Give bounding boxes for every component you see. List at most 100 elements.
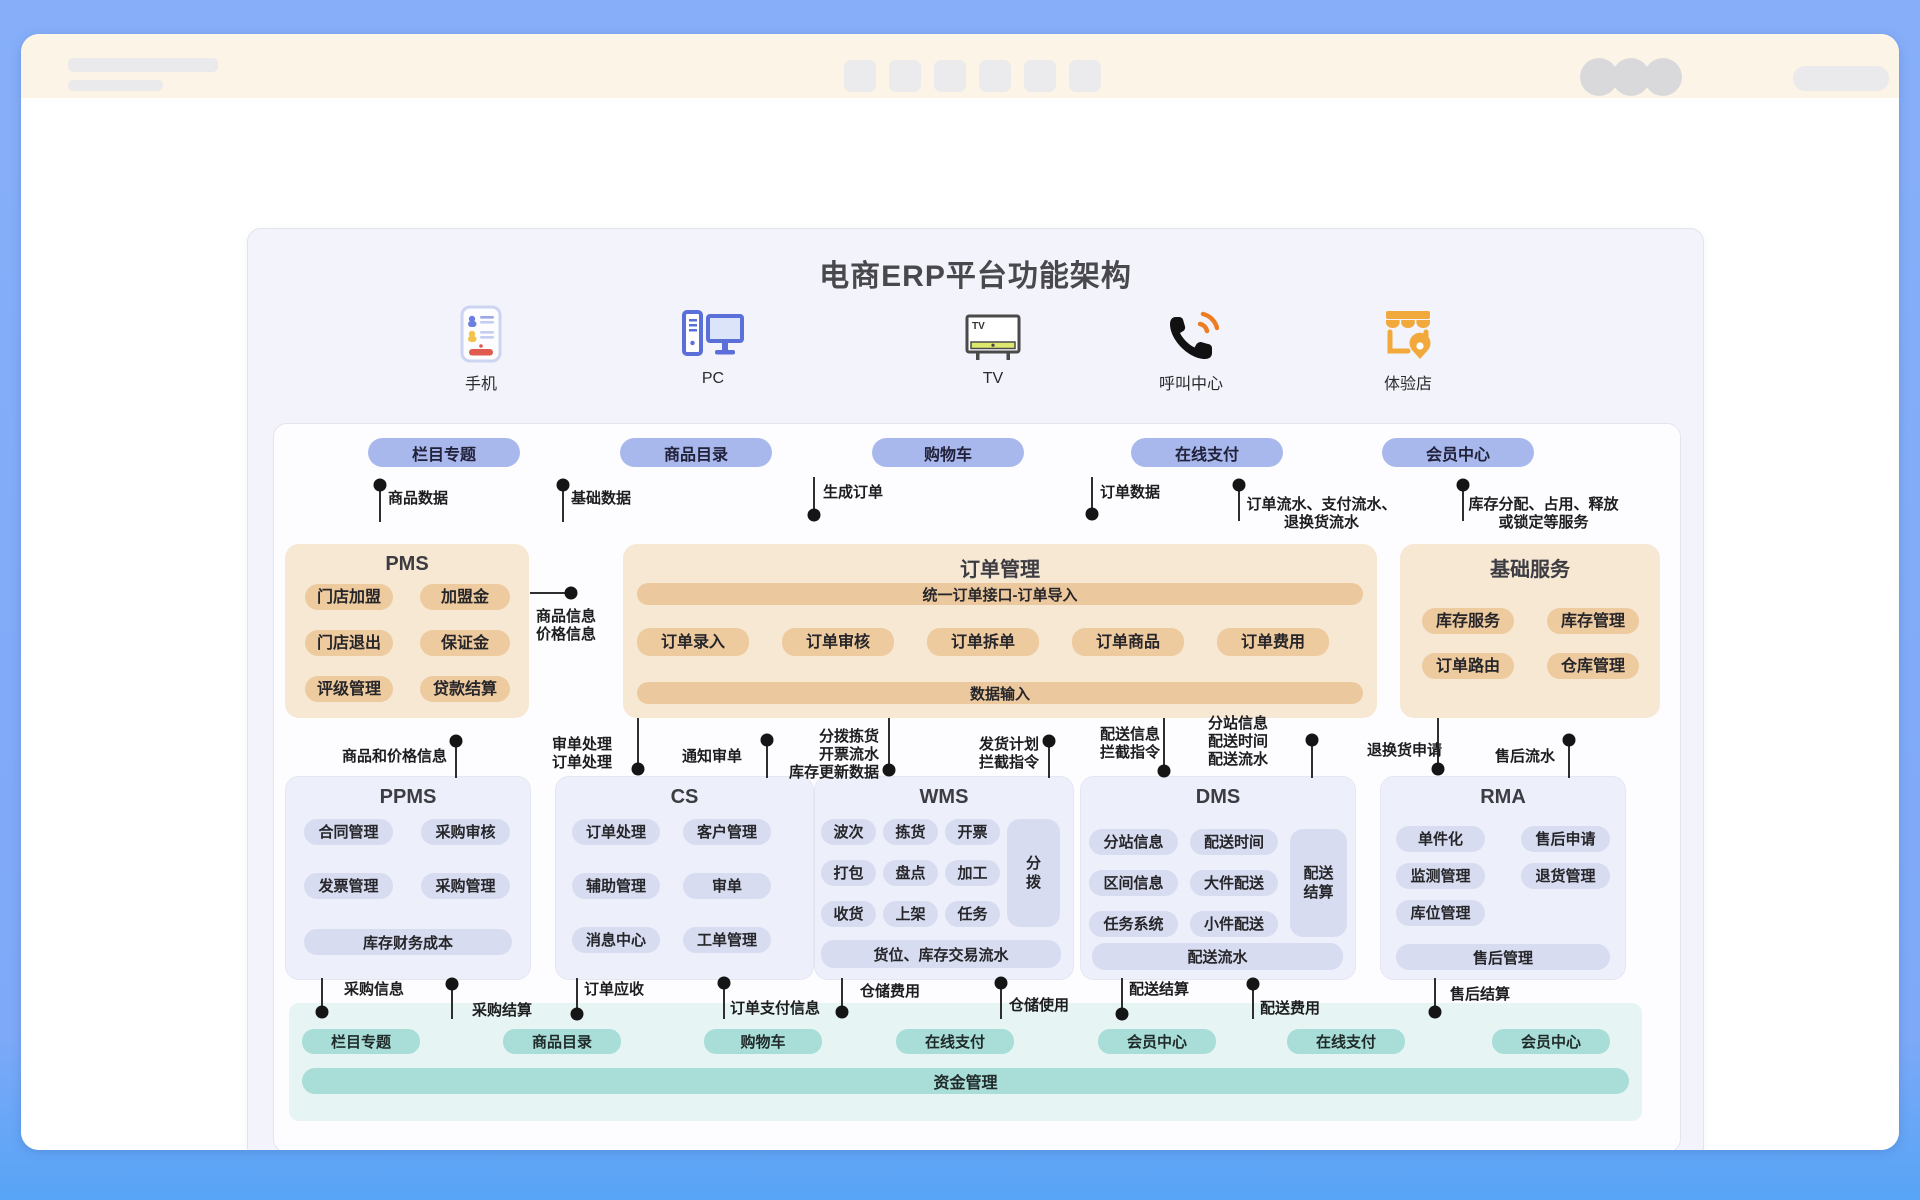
wms-wide-pill[interactable]: 货位、库存交易流水 [821, 940, 1061, 968]
base-pill[interactable]: 仓库管理 [1547, 653, 1639, 679]
wms-pill[interactable]: 拣货 [883, 819, 938, 845]
connector-label: 售后流水 [1495, 748, 1556, 765]
footer-pill-shopping-cart[interactable]: 购物车 [704, 1029, 822, 1054]
window-control-button[interactable] [1580, 58, 1618, 96]
toolbar-button-placeholder[interactable] [1024, 60, 1056, 92]
dms-pill[interactable]: 小件配送 [1190, 911, 1278, 937]
window-control-button[interactable] [1612, 58, 1650, 96]
pms-pill[interactable]: 评级管理 [305, 676, 393, 702]
base-pill[interactable]: 库存服务 [1422, 608, 1514, 634]
front-pill-online-payment[interactable]: 在线支付 [1131, 438, 1283, 467]
cs-pill[interactable]: 工单管理 [683, 927, 771, 953]
cs-items: 订单处理 客户管理 辅助管理 审单 消息中心 工单管理 [556, 819, 813, 953]
pms-pill[interactable]: 门店加盟 [305, 584, 393, 610]
toolbar-button-placeholder[interactable] [979, 60, 1011, 92]
dms-tall-pill[interactable]: 配送 结算 [1290, 829, 1347, 937]
front-pill-shopping-cart[interactable]: 购物车 [872, 438, 1024, 467]
cs-pill[interactable]: 辅助管理 [572, 873, 660, 899]
rma-box[interactable]: RMA 单件化 售后申请 监测管理 退货管理 库位管理 售后管理 [1380, 776, 1626, 980]
toolbar-button-placeholder[interactable] [844, 60, 876, 92]
wms-pill[interactable]: 开票 [945, 819, 1000, 845]
order-pill[interactable]: 订单录入 [637, 628, 749, 656]
toolbar-button-placeholder[interactable] [934, 60, 966, 92]
ppms-box[interactable]: PPMS 合同管理 采购审核 发票管理 采购管理 库存财务成本 [285, 776, 531, 980]
cs-pill[interactable]: 审单 [683, 873, 771, 899]
channel-tv: TV TV [928, 301, 1058, 388]
order-pill[interactable]: 订单费用 [1217, 628, 1329, 656]
base-pill[interactable]: 库存管理 [1547, 608, 1639, 634]
cs-pill[interactable]: 消息中心 [572, 927, 660, 953]
pms-pill[interactable]: 贷款结算 [420, 676, 510, 702]
footer-pill-column-topics[interactable]: 栏目专题 [302, 1029, 420, 1054]
order-management-box[interactable]: 订单管理 统一订单接口-订单导入 订单录入 订单审核 订单拆单 订单商品 订单费… [623, 544, 1377, 718]
rma-pill[interactable]: 退货管理 [1521, 863, 1610, 889]
footer-pill-product-catalog[interactable]: 商品目录 [503, 1029, 621, 1054]
channel-label: TV [982, 370, 1004, 387]
connector-label: 分拨拣货 开票流水 库存更新数据 [788, 728, 879, 781]
ppms-pill[interactable]: 采购审核 [421, 819, 510, 845]
front-pill-member-center[interactable]: 会员中心 [1382, 438, 1534, 467]
connector-line [1121, 978, 1123, 1014]
dms-pill[interactable]: 区间信息 [1089, 870, 1178, 896]
pms-pill[interactable]: 门店退出 [305, 630, 393, 656]
cs-pill[interactable]: 客户管理 [683, 819, 771, 845]
rma-wide-pill[interactable]: 售后管理 [1396, 944, 1610, 970]
base-pill[interactable]: 订单路由 [1422, 653, 1514, 679]
order-pill[interactable]: 订单审核 [782, 628, 894, 656]
connector-label: 配送结算 [1129, 981, 1190, 998]
dms-pill[interactable]: 任务系统 [1089, 911, 1178, 937]
dms-wide-pill[interactable]: 配送流水 [1092, 943, 1343, 970]
dms-pill[interactable]: 配送时间 [1190, 829, 1278, 855]
ppms-wide-pill[interactable]: 库存财务成本 [304, 929, 512, 955]
wms-pill[interactable]: 盘点 [883, 860, 938, 886]
wms-pill[interactable]: 上架 [883, 901, 938, 927]
rma-pill[interactable]: 单件化 [1396, 826, 1485, 852]
ppms-pill[interactable]: 合同管理 [304, 819, 393, 845]
front-pill-product-catalog[interactable]: 商品目录 [620, 438, 772, 467]
ppms-title: PPMS [379, 786, 437, 808]
cs-box[interactable]: CS 订单处理 客户管理 辅助管理 审单 消息中心 工单管理 [555, 776, 814, 980]
front-pill-column-topics[interactable]: 栏目专题 [368, 438, 520, 467]
rma-pill[interactable]: 售后申请 [1521, 826, 1610, 852]
order-top-bar[interactable]: 统一订单接口-订单导入 [637, 583, 1363, 605]
connector-dot [1085, 507, 1099, 521]
diagram-container: 电商ERP平台功能架构 手机 [247, 228, 1704, 1150]
dms-pill[interactable]: 大件配送 [1190, 870, 1278, 896]
footer-pill-member-center[interactable]: 会员中心 [1098, 1029, 1216, 1054]
toolbar-button-placeholder[interactable] [889, 60, 921, 92]
connector-dot [1042, 734, 1056, 748]
ppms-pill[interactable]: 采购管理 [421, 873, 510, 899]
wms-pill[interactable]: 打包 [821, 860, 876, 886]
cs-pill[interactable]: 订单处理 [572, 819, 660, 845]
footer-pill-online-payment[interactable]: 在线支付 [1287, 1029, 1405, 1054]
connector-line [451, 984, 453, 1019]
toolbar-button-placeholder[interactable] [1069, 60, 1101, 92]
dms-pill[interactable]: 分站信息 [1089, 829, 1178, 855]
dms-box[interactable]: DMS 分站信息 配送时间 区间信息 大件配送 任务系统 小件配送 配送 结算 [1080, 776, 1356, 980]
footer-pill-online-payment[interactable]: 在线支付 [896, 1029, 1014, 1054]
rma-pill[interactable]: 库位管理 [1396, 900, 1485, 926]
wms-pill[interactable]: 任务 [945, 901, 1000, 927]
window-controls [1580, 58, 1682, 96]
channel-label: 呼叫中心 [1158, 376, 1223, 393]
wms-pill[interactable]: 波次 [821, 819, 876, 845]
funds-management-bar[interactable]: 资金管理 [302, 1068, 1629, 1094]
order-pill[interactable]: 订单拆单 [927, 628, 1039, 656]
wms-pill[interactable]: 收货 [821, 901, 876, 927]
connector-line [1048, 741, 1050, 778]
rma-pill[interactable]: 监测管理 [1396, 863, 1485, 889]
wms-box[interactable]: WMS 波次 拣货 开票 打包 盘点 加工 收货 上架 [814, 776, 1074, 980]
footer-pill-member-center[interactable]: 会员中心 [1492, 1029, 1610, 1054]
connector-dot [1428, 1005, 1442, 1019]
ppms-pill[interactable]: 发票管理 [304, 873, 393, 899]
ppms-items: 合同管理 采购审核 发票管理 采购管理 [286, 819, 530, 899]
wms-pill[interactable]: 加工 [945, 860, 1000, 886]
order-pill[interactable]: 订单商品 [1072, 628, 1184, 656]
pms-pill[interactable]: 加盟金 [420, 584, 510, 610]
order-bottom-bar[interactable]: 数据输入 [637, 682, 1363, 704]
wms-tall-pill[interactable]: 分 拨 [1007, 819, 1060, 927]
base-services-box[interactable]: 基础服务 库存服务 库存管理 订单路由 仓库管理 [1400, 544, 1660, 718]
pms-box[interactable]: PMS 门店加盟 加盟金 门店退出 保证金 评级管理 贷款结算 [285, 544, 529, 718]
window-control-button[interactable] [1644, 58, 1682, 96]
pms-pill[interactable]: 保证金 [420, 630, 510, 656]
